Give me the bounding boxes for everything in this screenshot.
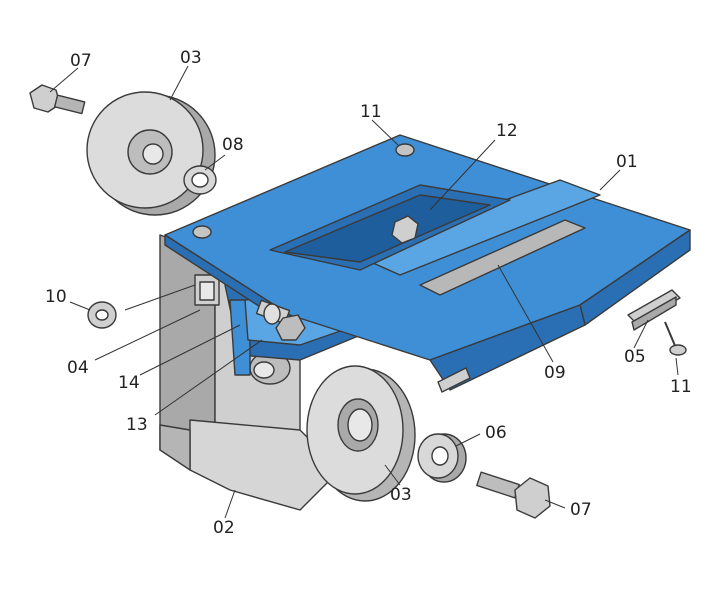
callout-03-top: 03 xyxy=(180,48,202,68)
bolt-bottom xyxy=(476,471,551,519)
wheel-bottom xyxy=(306,365,416,502)
wheel-top xyxy=(86,91,216,216)
rail-clip xyxy=(437,289,681,393)
callout-11-bottom: 11 xyxy=(670,377,692,397)
callout-14: 14 xyxy=(118,373,140,393)
callout-03-bottom: 03 xyxy=(390,485,412,505)
callout-04: 04 xyxy=(67,358,89,378)
callout-08: 08 xyxy=(222,135,244,155)
callout-01: 01 xyxy=(616,152,638,172)
callout-05: 05 xyxy=(624,347,646,367)
bolt-top xyxy=(29,84,86,115)
callout-13: 13 xyxy=(126,415,148,435)
washer-10 xyxy=(87,301,117,329)
leader-lines xyxy=(49,65,679,519)
callout-02: 02 xyxy=(213,518,235,538)
small-screw xyxy=(664,321,687,356)
callout-10: 10 xyxy=(45,287,67,307)
callout-07-bottom: 07 xyxy=(570,500,592,520)
callout-11-top: 11 xyxy=(360,102,382,122)
callout-09: 09 xyxy=(544,363,566,383)
center-bolt xyxy=(255,299,306,341)
callout-06: 06 xyxy=(485,423,507,443)
callout-12: 12 xyxy=(496,121,518,141)
table-plate xyxy=(164,134,691,391)
spacer-06 xyxy=(417,433,467,483)
insert-plate xyxy=(419,219,586,296)
callouts: 07 03 08 11 12 01 10 04 14 13 09 05 11 0… xyxy=(45,48,692,538)
callout-07-top: 07 xyxy=(70,51,92,71)
washer-08 xyxy=(183,165,217,195)
